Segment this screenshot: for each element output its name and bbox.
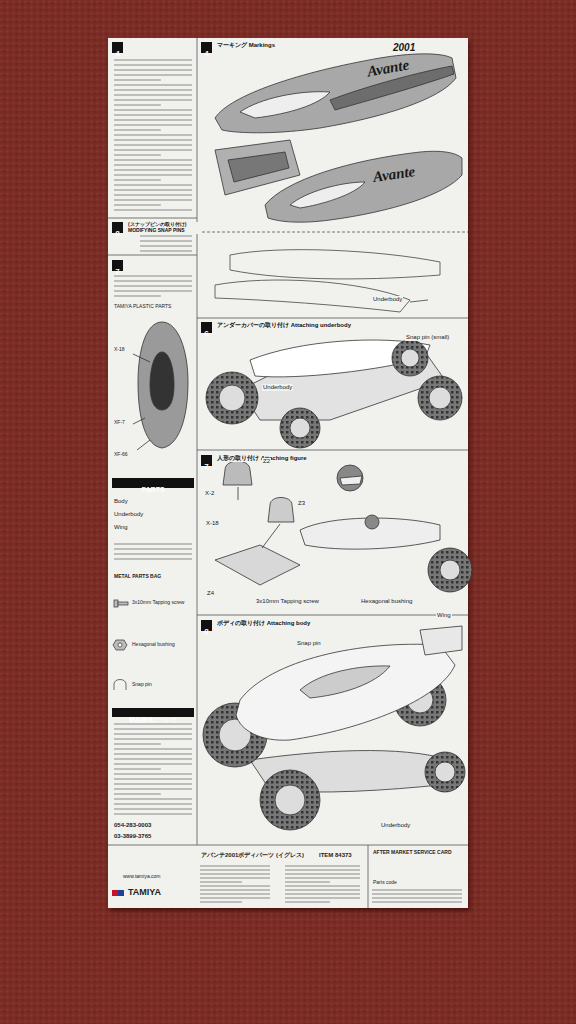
part-label: XF-66 [113, 452, 129, 458]
part-label: Z2 [262, 458, 271, 465]
part-label: X-18 [205, 520, 220, 527]
part-label: Hexagonal bushing [131, 642, 176, 648]
part-label: 054-283-0003 [113, 822, 152, 829]
part-label: Underbody [262, 384, 293, 391]
part-label: TAMIYA [127, 888, 162, 898]
part-label: Z3 [297, 500, 306, 507]
dividers [108, 38, 468, 908]
part-label: Underbody [113, 511, 144, 518]
figure-parts [215, 461, 472, 592]
step-number: 4 [204, 50, 208, 59]
part-label: XF-7 [113, 420, 126, 426]
hardware-icons [113, 600, 128, 690]
section-band: 部品請求について [112, 708, 194, 717]
step-heading: (スナップピンの取り付け) MODIFYING SNAP PINS [127, 222, 201, 234]
band-title: PARTS [141, 486, 164, 494]
step-number-box: 4マーキング Markings [201, 42, 212, 53]
part-label: Snap pin (small) [405, 334, 450, 341]
part-label: Wing [436, 612, 452, 619]
part-label: Underbody [372, 296, 403, 303]
part-label: 3x10mm Tapping screw [131, 600, 185, 606]
step-number-box: 6アンダーカバーの取り付け Attaching underbody [201, 322, 212, 333]
step-heading: アンダーカバーの取り付け Attaching underbody [216, 322, 352, 329]
part-label: Snap pin [296, 640, 322, 647]
step-heading: マーキング Markings [216, 42, 276, 49]
part-label: アバンテ2001ボディパーツ (イグレス) [200, 852, 305, 859]
part-label: Hexagonal bushing [360, 598, 413, 605]
part-label: Snap pin [131, 682, 153, 688]
part-label: 03-3899-3765 [113, 833, 152, 840]
body-shells [215, 54, 462, 222]
step-number-box: 7人形の取り付け Attaching figure [201, 455, 212, 466]
part-label: 2001 [392, 42, 416, 53]
part-label: Z4 [206, 590, 215, 597]
part-label: TAMIYA PLASTIC PARTS [113, 304, 172, 310]
tamiya-logo [112, 890, 124, 896]
body-decal-text: Avante [365, 56, 411, 80]
step-heading: ボディの取り付け Attaching body [216, 620, 311, 627]
section-band: PARTS [112, 478, 194, 488]
step-number-box: 8ボディの取り付け Attaching body [201, 620, 212, 631]
band-title: 部品請求について [129, 717, 177, 724]
step-number-box: 7 [112, 260, 123, 271]
step-number: 7 [115, 268, 119, 277]
part-label: X-18 [113, 347, 126, 353]
part-label: METAL PARTS BAG [113, 574, 162, 580]
part-label: www.tamiya.com [122, 874, 162, 880]
step-number: 6 [204, 330, 208, 339]
step-number: 4 [115, 50, 119, 59]
part-label: ITEM 84373 [318, 852, 353, 859]
part-label: Parts code [372, 880, 398, 886]
part-label: Body [113, 498, 129, 505]
step-number: 8 [115, 230, 119, 239]
body-decal-text: Avante [371, 163, 417, 185]
step-number: 8 [204, 628, 208, 637]
part-label: Wing [113, 524, 129, 531]
step-number-box: 4 [112, 42, 123, 53]
part-label: Underbody [380, 822, 411, 829]
step-number-box: 8(スナップピンの取り付け) MODIFYING SNAP PINS [112, 222, 123, 233]
buggy-step8 [203, 626, 465, 830]
buggy-step6 [206, 340, 462, 448]
part-label: AFTER MARKET SERVICE CARD [372, 850, 453, 856]
part-label: X-2 [204, 490, 215, 497]
step-number: 7 [204, 463, 208, 472]
paint-guide-body [133, 322, 188, 450]
sheet [108, 38, 468, 908]
underbody-parts [215, 250, 440, 312]
part-label: 3x10mm Tapping screw [255, 598, 320, 605]
